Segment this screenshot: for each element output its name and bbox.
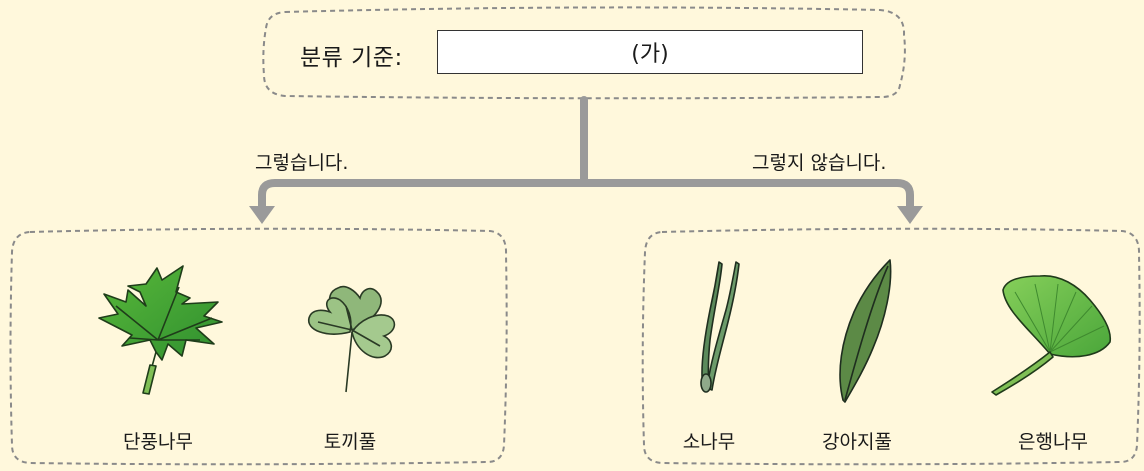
plant-name-foxtail: 강아지풀 xyxy=(822,431,892,453)
criterion-answer-box: (가) xyxy=(437,30,863,74)
foxtail-leaf-icon xyxy=(839,259,892,403)
pine-needle-icon xyxy=(700,261,740,393)
group-frame-right xyxy=(641,227,1141,466)
arrow-head-yes xyxy=(249,206,275,224)
maple-leaf-icon xyxy=(98,265,223,395)
criterion-frame xyxy=(262,6,906,100)
branch-label-yes: 그렇습니다. xyxy=(255,152,349,174)
plant-name-ginkgo: 은행나무 xyxy=(1018,431,1088,453)
group-frame-left xyxy=(9,227,508,466)
branch-label-no: 그렇지 않습니다. xyxy=(752,152,887,174)
plant-name-maple: 단풍나무 xyxy=(123,431,193,453)
criterion-answer: (가) xyxy=(631,42,669,67)
criterion-label: 분류 기준: xyxy=(300,45,403,71)
ginkgo-leaf-icon xyxy=(991,275,1112,396)
plant-name-clover: 토끼풀 xyxy=(323,431,377,453)
arrow-head-no xyxy=(897,206,923,224)
clover-leaf-icon xyxy=(308,285,396,393)
plant-name-pine: 소나무 xyxy=(682,431,736,453)
branch-connector xyxy=(258,96,914,214)
